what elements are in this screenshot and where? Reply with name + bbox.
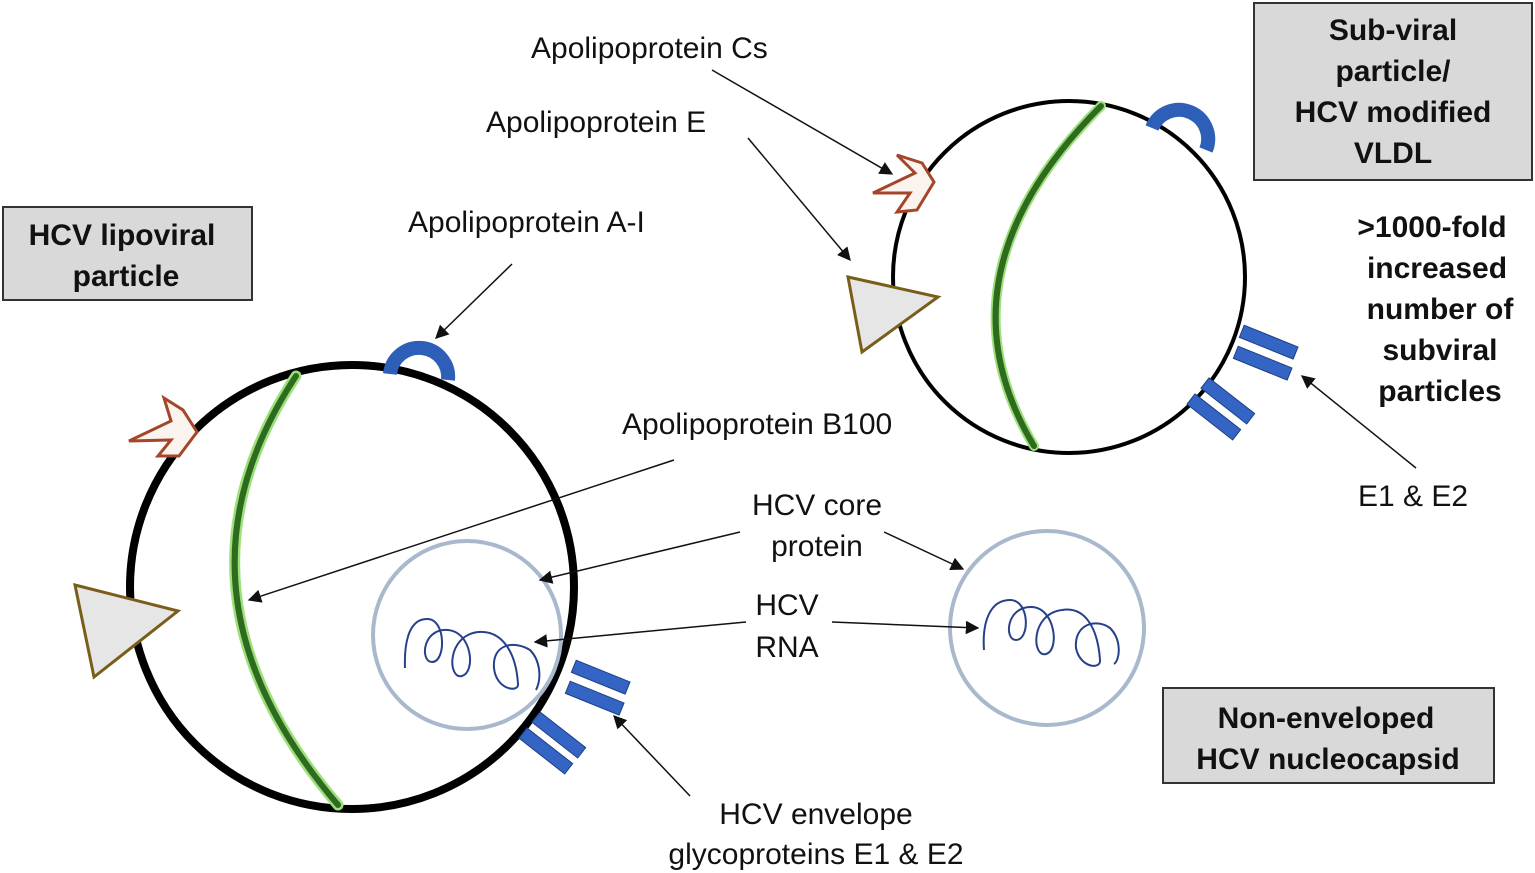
box-lipoviral-line2: particle xyxy=(73,260,180,293)
label-envelope-line1: HCV envelope xyxy=(719,798,912,831)
label-apo-cs: Apolipoprotein Cs xyxy=(531,32,768,65)
arrow-core-inner xyxy=(538,531,741,584)
label-rna-line2: RNA xyxy=(755,631,818,664)
e1e2-icon xyxy=(1232,324,1299,381)
nucleocapsid-inner xyxy=(371,539,563,731)
arrow-apo-b100 xyxy=(247,459,675,603)
apo-ai-icon xyxy=(1145,102,1216,153)
lipoviral-particle-membrane xyxy=(126,361,578,813)
label-core-line1: HCV core xyxy=(752,489,882,522)
e1e2-icon xyxy=(564,659,631,716)
note-line1: >1000-fold xyxy=(1357,211,1506,244)
arrow-apo-e xyxy=(747,137,851,262)
label-e1e2: E1 & E2 xyxy=(1358,480,1468,513)
subviral-particle xyxy=(846,99,1299,455)
arrow-core-outer xyxy=(883,531,965,570)
apo-e-icon xyxy=(73,582,182,680)
hcv-rna-outer xyxy=(982,598,1120,667)
fold-increase-note: >1000-fold increased number of subviral … xyxy=(1357,211,1514,408)
apo-cs-icon xyxy=(128,394,199,458)
label-rna-line1: HCV xyxy=(755,589,818,622)
apo-b100-band xyxy=(992,103,1104,449)
box-subviral: Sub-viral particle/ HCV modified VLDL xyxy=(1253,2,1533,181)
lipoviral-particle xyxy=(73,340,631,813)
arrows xyxy=(247,69,1417,797)
box-nonenveloped-line2: HCV nucleocapsid xyxy=(1196,743,1459,776)
note-line3: number of xyxy=(1367,293,1515,326)
box-lipoviral-line1: HCV lipoviral xyxy=(29,219,216,252)
note-line2: increased xyxy=(1367,252,1507,285)
box-lipoviral: HCV lipoviral particle xyxy=(2,206,253,301)
nucleocapsid-outer xyxy=(948,529,1146,727)
label-apo-b100: Apolipoprotein B100 xyxy=(622,408,892,441)
e1e2-icon xyxy=(1186,377,1256,441)
arrow-e1e2 xyxy=(1300,375,1417,469)
apo-b100-band xyxy=(231,373,341,808)
arrow-apo-ai xyxy=(435,263,513,339)
arrow-rna-inner xyxy=(533,621,747,648)
apo-e-icon xyxy=(846,275,942,355)
box-subviral-line1: Sub-viral xyxy=(1329,14,1457,47)
arrow-apo-cs xyxy=(711,69,894,175)
hcv-rna-inner xyxy=(403,617,541,691)
label-core-line2: protein xyxy=(771,530,863,563)
e1e2-icon xyxy=(518,711,587,775)
box-nonenveloped: Non-enveloped HCV nucleocapsid xyxy=(1162,687,1495,784)
label-apo-ai: Apolipoprotein A-I xyxy=(408,206,645,239)
arrow-envelope xyxy=(613,715,691,797)
box-subviral-line2: particle/ xyxy=(1335,55,1451,88)
label-apo-e: Apolipoprotein E xyxy=(486,106,706,139)
arrow-rna-outer xyxy=(831,620,980,635)
box-nonenveloped-line1: Non-enveloped xyxy=(1218,702,1435,735)
subviral-particle-membrane xyxy=(891,99,1247,455)
note-line4: subviral xyxy=(1382,334,1497,367)
apo-ai-icon xyxy=(383,340,456,381)
box-subviral-line3: HCV modified xyxy=(1295,96,1492,129)
nonenveloped-nucleocapsid xyxy=(948,529,1146,727)
box-subviral-line4: VLDL xyxy=(1354,137,1432,170)
apo-cs-icon xyxy=(872,153,936,214)
label-envelope-line2: glycoproteins E1 & E2 xyxy=(668,838,963,871)
note-line5: particles xyxy=(1378,375,1501,408)
